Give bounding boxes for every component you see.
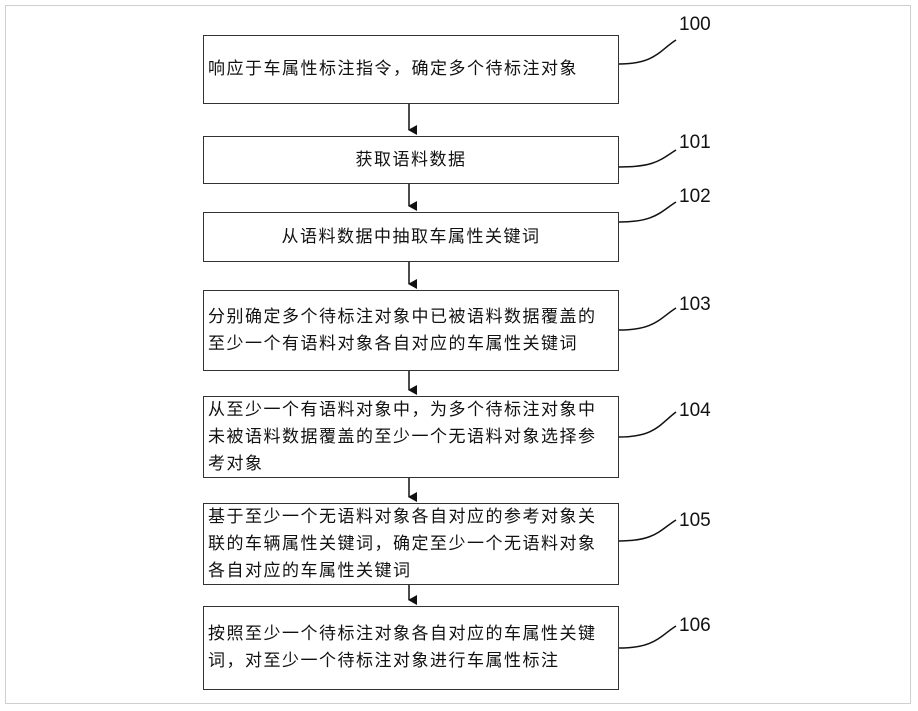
step-label-101: 101	[679, 132, 711, 153]
step-label-104: 104	[679, 400, 711, 421]
step-box-102: 从语料数据中抽取车属性关键词	[203, 212, 619, 262]
step-box-101: 获取语料数据	[203, 136, 619, 184]
leader-106	[618, 625, 677, 649]
step-text-104: 从至少一个有语料对象中，为多个待标注对象中未被语料数据覆盖的至少一个无语料对象选…	[208, 399, 597, 474]
step-label-103: 103	[679, 294, 711, 315]
leader-105	[618, 519, 677, 542]
leader-104	[618, 411, 677, 438]
step-box-106: 按照至少一个待标注对象各自对应的车属性关键词，对至少一个待标注对象进行车属性标注	[203, 606, 619, 690]
step-text-106: 按照至少一个待标注对象各自对应的车属性关键词，对至少一个待标注对象进行车属性标注	[208, 624, 597, 671]
leader-102	[618, 201, 677, 223]
leader-101	[618, 149, 677, 168]
leader-103	[618, 307, 677, 331]
step-text-100: 响应于车属性标注指令，确定多个待标注对象	[208, 59, 578, 79]
step-label-102: 102	[679, 186, 711, 207]
figure-frame	[5, 5, 911, 704]
step-text-103: 分别确定多个待标注对象中已被语料数据覆盖的至少一个有语料对象各自对应的车属性关键…	[208, 306, 597, 354]
step-text-105: 基于至少一个无语料对象各自对应的参考对象关联的车辆属性关键词，确定至少一个无语料…	[208, 506, 597, 581]
step-box-100: 响应于车属性标注指令，确定多个待标注对象	[203, 35, 619, 104]
step-label-100: 100	[679, 14, 711, 35]
step-box-104: 从至少一个有语料对象中，为多个待标注对象中未被语料数据覆盖的至少一个无语料对象选…	[203, 396, 619, 478]
step-text-102: 从语料数据中抽取车属性关键词	[281, 226, 541, 247]
step-box-105: 基于至少一个无语料对象各自对应的参考对象关联的车辆属性关键词，确定至少一个无语料…	[203, 503, 619, 585]
step-label-105: 105	[679, 510, 711, 531]
step-label-106: 106	[679, 615, 711, 636]
step-box-103: 分别确定多个待标注对象中已被语料数据覆盖的至少一个有语料对象各自对应的车属性关键…	[203, 290, 619, 371]
step-text-101: 获取语料数据	[355, 149, 467, 170]
leader-100	[618, 39, 677, 65]
